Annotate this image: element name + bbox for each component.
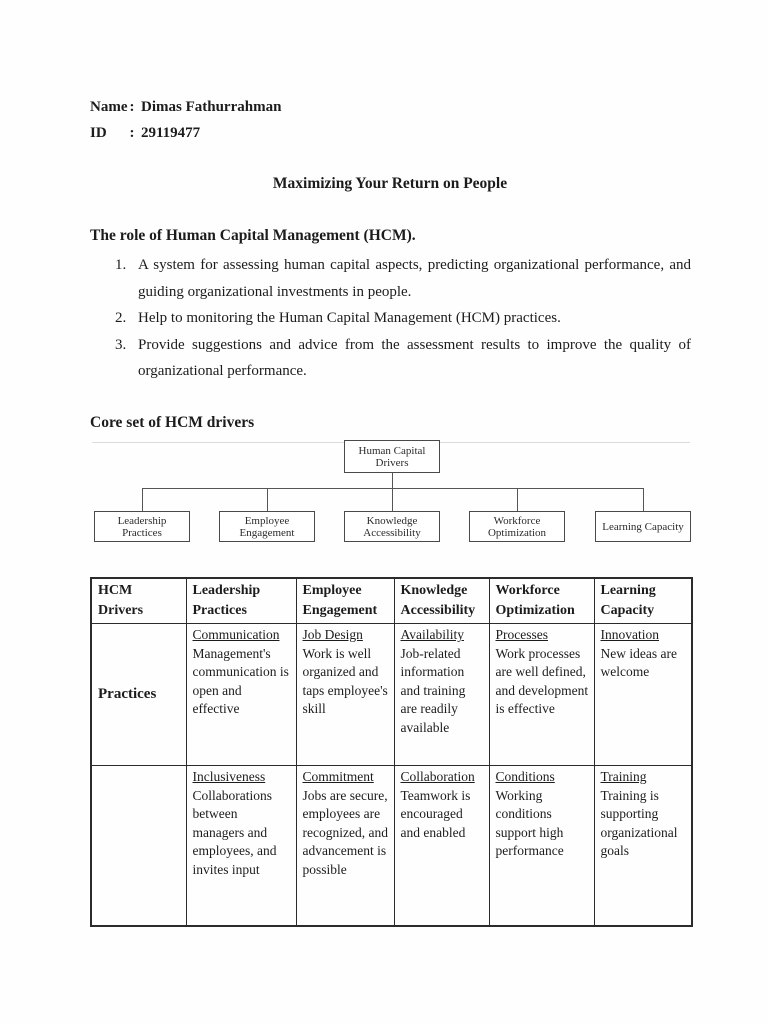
diagram-box-learning-capacity: Learning Capacity [595, 511, 691, 542]
table-cell: Collaboration Teamwork is encouraged and… [393, 765, 490, 926]
cell-term: Commitment [302, 769, 374, 784]
hcm-drivers-diagram: Human Capital Drivers Leadership Practic… [90, 438, 691, 546]
meta-row-id: ID : 29119477 [90, 120, 281, 146]
row-label-practices: Practices [90, 623, 187, 766]
diagram-box-leadership-practices: Leadership Practices [94, 511, 190, 542]
diagram-box-label: Workforce Optimization [487, 514, 547, 539]
cell-term: Inclusiveness [192, 769, 266, 784]
diagram-root-label: Human Capital Drivers [358, 444, 426, 469]
table-cell: Conditions Working conditions support hi… [488, 765, 595, 926]
list-item-text: Help to monitoring the Human Capital Man… [138, 310, 561, 327]
cell-term: Collaboration [400, 769, 475, 784]
diagram-box-label: Employee Engagement [239, 514, 295, 539]
table-cell: Training Training is supporting organiza… [593, 765, 693, 926]
column-header: Employee Engagement [295, 577, 395, 624]
list-item: 3. Provide suggestions and advice from t… [115, 332, 691, 385]
row-label-empty [90, 765, 187, 926]
cell-term: Training [600, 769, 647, 784]
table-cell: Processes Work processes are well define… [488, 623, 595, 766]
diagram-box-employee-engagement: Employee Engagement [219, 511, 315, 542]
cell-desc: Teamwork is encouraged and enabled [400, 787, 471, 840]
cell-desc: Work is well organized and taps employee… [302, 645, 388, 717]
column-header: Learning Capacity [593, 577, 693, 624]
list-item-number: 2. [115, 310, 127, 327]
cell-term: Availability [400, 627, 465, 642]
author-meta: Name : Dimas Fathurrahman ID : 29119477 [90, 94, 281, 146]
name-value: Dimas Fathurrahman [141, 99, 282, 115]
list-item-number: 3. [115, 336, 127, 353]
column-header: Knowledge Accessibility [393, 577, 490, 624]
diagram-root-box: Human Capital Drivers [344, 440, 440, 473]
drivers-section-heading: Core set of HCM drivers [90, 414, 255, 431]
cell-term: Job Design [302, 627, 363, 642]
diagram-box-label: Leadership Practices [117, 514, 167, 539]
diagram-box-label: Knowledge Accessibility [363, 514, 421, 539]
cell-desc: Management's communication is open and e… [192, 645, 289, 717]
cell-desc: Working conditions support high performa… [495, 787, 564, 859]
column-header: Leadership Practices [185, 577, 297, 624]
cell-term: Processes [495, 627, 549, 642]
connector-line [392, 473, 393, 488]
connector-line [267, 488, 268, 511]
list-item: 1. A system for assessing human capital … [115, 252, 691, 305]
connector-line [142, 488, 644, 489]
table-cell: Job Design Work is well organized and ta… [295, 623, 395, 766]
list-item-number: 1. [115, 257, 127, 273]
hcm-drivers-table: HCM Drivers Leadership Practices Employe… [90, 577, 693, 927]
diagram-box-label: Learning Capacity [602, 520, 684, 533]
cell-term: Communication [192, 627, 280, 642]
connector-line [142, 488, 143, 511]
table-header-row: HCM Drivers Leadership Practices Employe… [90, 577, 693, 624]
connector-line [392, 488, 393, 511]
table-row: Practices Communication Management's com… [90, 623, 693, 766]
cell-desc: Work processes are well defined, and dev… [495, 645, 589, 717]
document-title: Maximizing Your Return on People [272, 175, 508, 192]
cell-desc: Training is supporting organizational go… [600, 787, 678, 859]
cell-desc: Jobs are secure, employees are recognize… [302, 787, 388, 877]
diagram-box-knowledge-accessibility: Knowledge Accessibility [344, 511, 440, 542]
meta-row-name: Name : Dimas Fathurrahman [90, 94, 281, 120]
cell-desc: Collaborations between managers and empl… [192, 787, 277, 877]
column-header: HCM Drivers [90, 577, 187, 624]
role-list: 1. A system for assessing human capital … [115, 252, 691, 385]
table-cell: Inclusiveness Collaborations between man… [185, 765, 297, 926]
table-row: Inclusiveness Collaborations between man… [90, 765, 693, 926]
diagram-box-workforce-optimization: Workforce Optimization [469, 511, 565, 542]
cell-term: Innovation [600, 627, 660, 642]
table-cell: Communication Management's communication… [185, 623, 297, 766]
role-section-heading: The role of Human Capital Management (HC… [90, 227, 416, 244]
table-cell: Availability Job-related information and… [393, 623, 490, 766]
list-item: 2. Help to monitoring the Human Capital … [115, 305, 691, 332]
list-item-text: A system for assessing human capital asp… [138, 257, 691, 300]
column-header: Workforce Optimization [488, 577, 595, 624]
name-colon: : [129, 99, 135, 115]
id-label: ID [90, 125, 107, 141]
cell-term: Conditions [495, 769, 555, 784]
connector-line [517, 488, 518, 511]
connector-line [643, 488, 644, 511]
cell-desc: Job-related information and training are… [400, 645, 466, 735]
list-item-text: Provide suggestions and advice from the … [138, 336, 691, 380]
table-cell: Innovation New ideas are welcome [593, 623, 693, 766]
name-label: Name [90, 99, 128, 115]
table-cell: Commitment Jobs are secure, employees ar… [295, 765, 395, 926]
id-colon: : [129, 125, 135, 141]
id-value: 29119477 [141, 125, 201, 141]
cell-desc: New ideas are welcome [600, 645, 677, 680]
